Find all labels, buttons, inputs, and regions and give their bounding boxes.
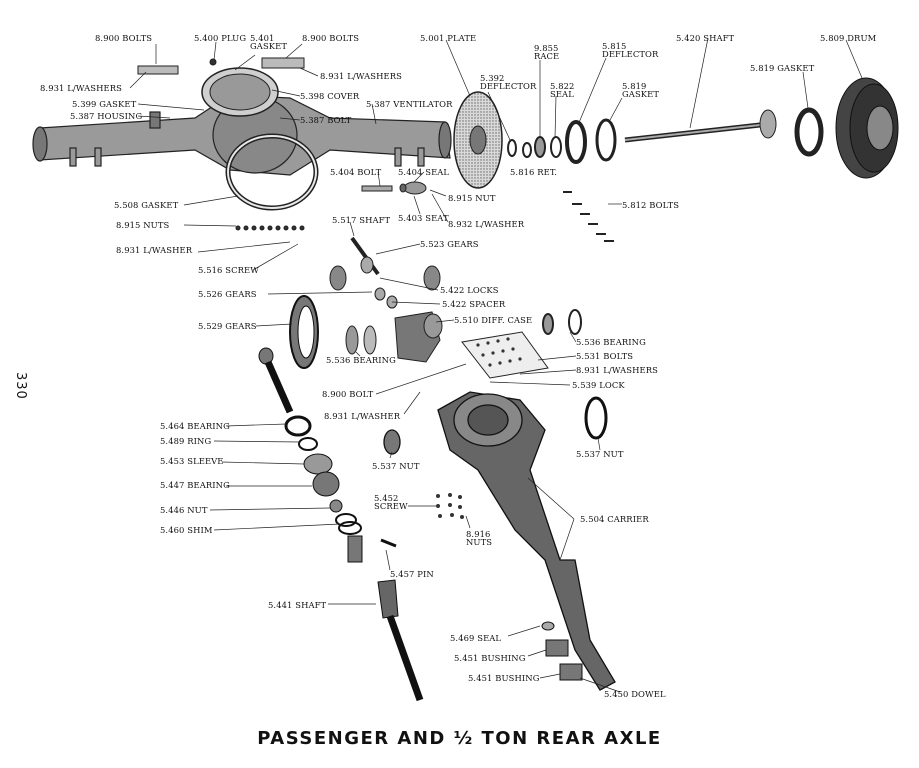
label-ventilator-5387: 5.387 VENTILATOR xyxy=(366,99,453,109)
label-gasket-5819-b: 5.819 GASKET xyxy=(750,63,815,73)
label-bolt-5404: 5.404 BOLT xyxy=(330,167,382,177)
label-housing-5387: 5.387 HOUSING xyxy=(70,111,143,121)
axle-shaft xyxy=(624,109,777,143)
label-gears-5529: 5.529 GEARS xyxy=(198,321,257,331)
label-lwashers-8931-left: 8.931 L/WASHERS xyxy=(40,83,122,93)
differential-gears xyxy=(329,236,441,309)
differential-case xyxy=(345,311,443,363)
label-bearing-5536-right: 5.536 BEARING xyxy=(576,337,646,347)
label-gasket-5508: 5.508 GASKET xyxy=(114,200,179,210)
label-nut-5537-right: 5.537 NUT xyxy=(576,449,624,459)
backing-plate-bolts xyxy=(563,191,614,242)
label-cover-5398: 5.398 COVER xyxy=(300,91,360,101)
label-pin-5457: 5.457 PIN xyxy=(390,569,434,579)
leader-lines xyxy=(129,37,863,693)
label-nuts-8915: 8.915 NUTS xyxy=(116,220,170,230)
label-bolts-8900-top: 8.900 BOLTS xyxy=(95,33,153,43)
brake-plate xyxy=(453,91,503,189)
ring-gear-bolts xyxy=(461,331,549,379)
label-bolts-5531: 5.531 BOLTS xyxy=(576,351,634,361)
label-bolts-5812: 5.812 BOLTS xyxy=(622,200,680,210)
label-nut-8915: 8.915 NUT xyxy=(448,193,496,203)
cover-gasket-group xyxy=(201,58,279,117)
label-shaft-5441: 5.441 SHAFT xyxy=(268,600,327,610)
label-drum-5809: 5.809 DRUM xyxy=(820,33,877,43)
label-lwasher-8931-low: 8.931 L/WASHER xyxy=(324,411,401,421)
label-locks-5422: 5.422 LOCKS xyxy=(440,285,499,295)
label-nut-5537-left: 5.537 NUT xyxy=(372,461,420,471)
label-shim-5460: 5.460 SHIM xyxy=(160,525,213,535)
label-seal-5404: 5.404 SEAL xyxy=(398,167,450,177)
page-number: 330 xyxy=(13,372,28,400)
label-ring-5489: 5.489 RING xyxy=(160,436,212,446)
drum-gasket xyxy=(794,107,824,157)
label-bushing-5451-a: 5.451 BUSHING xyxy=(454,653,526,663)
label-lwashers-8931-right: 8.931 L/WASHERS xyxy=(320,71,402,81)
label-carrier-5504: 5.504 CARRIER xyxy=(580,514,649,524)
case-bearings xyxy=(542,309,582,335)
seal-bushings xyxy=(541,621,583,681)
figure-caption: PASSENGER AND ½ TON REAR AXLE xyxy=(257,728,662,749)
bearing-seal-rings xyxy=(507,118,617,164)
bolt-bundles xyxy=(137,57,305,231)
label-shaft-5517: 5.517 SHAFT xyxy=(332,215,391,225)
carrier-screws xyxy=(436,493,464,519)
label-bearing-5447: 5.447 BEARING xyxy=(160,480,230,490)
label-spacer-5422: 5.422 SPACER xyxy=(442,299,506,309)
ring-gear xyxy=(289,295,319,369)
label-bearing-5464: 5.464 BEARING xyxy=(160,421,230,431)
label-lock-5539: 5.539 LOCK xyxy=(572,380,625,390)
label-bolts-8900-right: 8.900 BOLTS xyxy=(302,33,360,43)
label-seat-5403: 5.403 SEAT xyxy=(398,213,449,223)
label-plug-5400: 5.400 PLUG xyxy=(194,33,247,43)
label-diffcase-5510: 5.510 DIFF. CASE xyxy=(454,315,533,325)
label-bolt-5387: 5.387 BOLT xyxy=(300,115,352,125)
label-bushing-5451-b: 5.451 BUSHING xyxy=(468,673,540,683)
label-gears-5523: 5.523 GEARS xyxy=(420,239,479,249)
carrier-housing xyxy=(383,391,616,691)
label-gasket-5399: 5.399 GASKET xyxy=(72,99,137,109)
label-shaft-5420: 5.420 SHAFT xyxy=(676,33,735,43)
brake-drum xyxy=(835,77,899,179)
vent-bolt-seal-seat xyxy=(361,181,427,195)
label-ret-5816: 5.816 RET. xyxy=(510,167,558,177)
label-lwashers-8931-low: 8.931 L/WASHERS xyxy=(576,365,658,375)
label-gears-5526: 5.526 GEARS xyxy=(198,289,257,299)
label-screw-5516: 5.516 SCREW xyxy=(198,265,259,275)
label-lwasher-8932: 8.932 L/WASHER xyxy=(448,219,525,229)
label-bearing-5536-left: 5.536 BEARING xyxy=(326,355,396,365)
label-lwasher-8931-mid: 8.931 L/WASHER xyxy=(116,245,193,255)
label-nut-5446: 5.446 NUT xyxy=(160,505,208,515)
label-sleeve-5453: 5.453 SLEEVE xyxy=(160,456,224,466)
housing-gasket xyxy=(225,133,319,211)
label-seal-5469: 5.469 SEAL xyxy=(450,633,502,643)
label-plate-5001: 5.001 PLATE xyxy=(420,33,477,43)
pinion-assembly xyxy=(258,347,424,702)
label-dowel-5450: 5.450 DOWEL xyxy=(604,689,666,699)
label-bolt-8900: 8.900 BOLT xyxy=(322,389,374,399)
